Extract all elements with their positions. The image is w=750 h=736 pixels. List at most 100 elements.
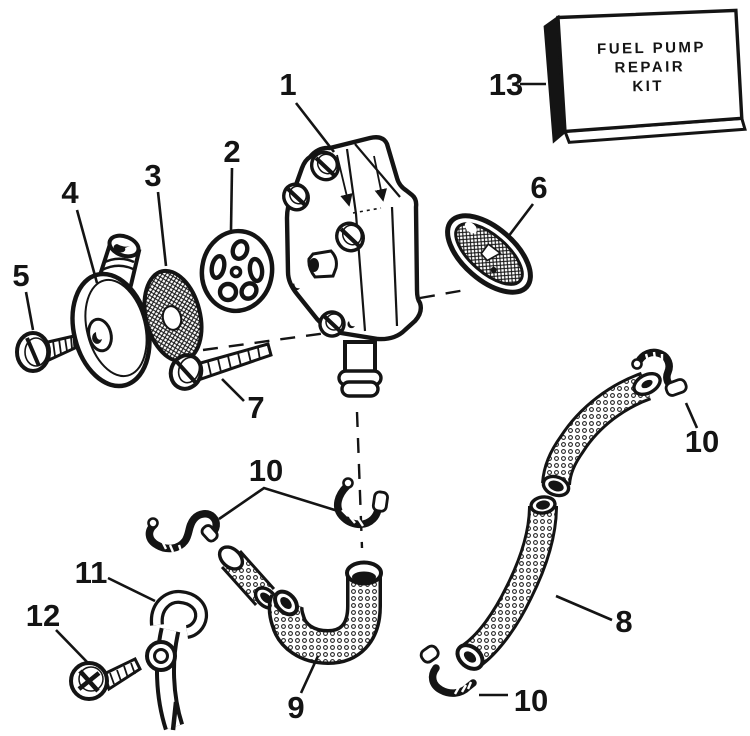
leader-3 [156,191,168,267]
pump-inlet-boss-hole [309,258,319,272]
leader-10-right [684,402,699,429]
pump-screw-left [282,182,310,212]
leader-2 [229,167,234,231]
valve-plate-center-hole [229,265,243,279]
screw12-threads [109,662,136,685]
part-11-bracket [145,590,209,731]
callout-12: 12 [26,598,60,633]
part-12-bracket-screw [69,657,142,701]
pump-face-mark-left [292,283,300,291]
hose9-elbow-left-hole [280,596,292,610]
pump-screw-bottom [318,310,346,338]
screw7-threads [207,347,261,376]
kit-box-front-face [556,8,744,134]
screw5-slot [25,337,41,367]
pump-face-edge-right [390,206,399,327]
callout-8: 8 [615,604,632,639]
callout-2: 2 [223,134,240,169]
leader-11 [107,576,156,603]
part-10-clamp-center-left [145,510,220,553]
callout-10-right: 10 [685,424,719,459]
leader-6 [506,203,535,238]
callouts-layer: 1 2 3 4 5 6 7 8 9 10 10 10 11 12 13 [12,67,719,725]
hose8-upper-top-hole [641,379,653,389]
clamp-bands [644,351,664,362]
cover-nipple-hole [113,244,130,253]
callout-1: 1 [279,67,296,102]
hose8-upper-bottom-hole [548,480,564,492]
screw12-head-dome [78,666,104,692]
screw5-head-dome [24,337,48,367]
part-6-gasket [445,213,533,295]
kit-box-text-line2: REPAIR [614,58,685,76]
clamp-sleeve [664,378,688,397]
leader-9 [299,655,320,694]
part-2-valve-plate [199,228,275,314]
part-3-filter-screen [142,268,204,364]
callout-6: 6 [530,170,547,205]
part-7-mounting-screw [168,342,273,391]
valve-plate-hole-bottom-right [239,281,259,301]
pump-hole-dotted-tie [352,207,382,214]
pump-face-mark-bottom [347,321,355,329]
screw7-slot [175,360,198,385]
bracket-grommet-hole [153,648,169,664]
hose9-elbow-top-hole [352,571,376,583]
dashed-line-pump-to-gasket [419,287,472,300]
bracket-strap-fill [159,628,181,729]
part-9-short-hose [217,545,279,610]
pump-hole-arrow-right [373,155,388,202]
gasket-dot [490,266,497,273]
hose8-lower-texture [463,505,555,666]
part-5-cover-screw [15,331,77,373]
cover-center-hole [92,332,102,344]
clamp-sleeve [419,644,440,664]
leader-4 [75,209,99,284]
bracket-fork-slot [170,701,179,731]
callout-11: 11 [75,555,108,590]
dashed-line-screw7-to-pump [202,329,342,352]
pump-face-edge-left [345,148,367,332]
leader-1 [294,102,336,153]
valve-plate-hole-left [209,253,227,281]
part-9-elbow-hose [267,560,383,666]
clamp-end-tab [631,358,643,370]
screw5-threads [52,336,73,357]
clamp-end-tab [342,477,354,489]
callout-9: 9 [287,690,304,725]
valve-plate-hole-bottom [217,281,239,303]
valve-plate-hole-top [230,239,250,261]
clamp-wire [145,510,220,553]
part-10-clamp-right-top [631,348,688,397]
hose8-lower-top-hole [536,500,550,510]
hose8-lower-bottom-hole [463,651,477,663]
screen-center-hole [161,305,183,331]
clamp-bands [341,509,364,527]
callout-10-center: 10 [249,453,283,488]
hose8-upper-texture [544,374,651,486]
callout-13: 13 [489,67,523,102]
pump-outlet-rib2 [340,380,380,398]
pump-screw-center [335,221,365,253]
gasket-highlight [464,221,477,234]
part-13-repair-kit-box: FUEL PUMP REPAIR KIT [543,8,747,144]
hose9-short-top-end [217,545,245,571]
clamp-end-tab [147,517,159,529]
callout-3: 3 [144,158,161,193]
leader-7 [221,378,245,402]
clamp-bands [453,681,473,695]
leader-10-center [218,486,339,521]
cover-nipple-ribs [101,257,135,272]
screw12-phillips-slot [77,669,101,693]
pump-screw-top-left [309,150,341,182]
callout-4: 4 [61,175,79,210]
valve-plate-hole-right [247,256,265,284]
callout-10-bottom: 10 [514,683,548,718]
cover-center-boss [87,317,113,353]
part-10-clamp-center-right [333,477,389,528]
part-10-clamp-bottom-right [419,644,477,697]
clamp-bands [160,540,183,553]
callout-7: 7 [247,390,264,425]
